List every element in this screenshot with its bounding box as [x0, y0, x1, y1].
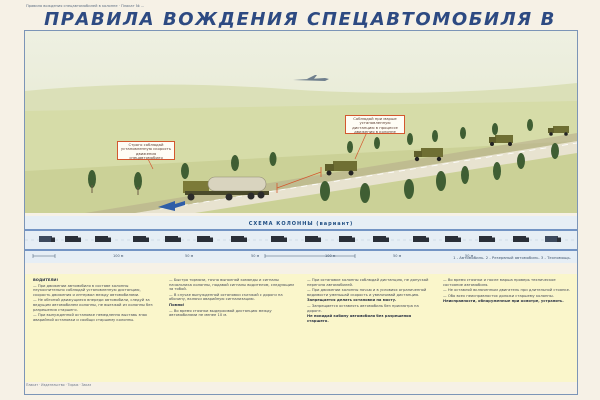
rule-paragraph: — Запрещается оставлять автомобиль без п…	[307, 303, 419, 313]
convoy-vehicle-icon	[413, 236, 429, 242]
rule-paragraph: — При движении колонны ночью и в условия…	[307, 288, 427, 297]
direction-arrow-icon	[158, 201, 185, 211]
road-scene-illustration: Строго соблюдай установленную скорость д…	[25, 31, 577, 213]
tanker-truck-icon	[183, 176, 269, 201]
convoy-vehicle-icon	[231, 236, 247, 242]
rules-text-panel: ВОДИТЕЛИ! — При движении автомобиля в со…	[25, 274, 577, 382]
rule-emphasis: Не покидай кабину автомобиля без разреше…	[307, 314, 412, 323]
rules-column-2: — Быстро тормози, точно выполняй команды…	[169, 278, 297, 319]
poster-frame	[24, 30, 578, 395]
convoy-vehicle-icon	[65, 236, 81, 242]
header-note: Правила вождения спецавтомобилей в колон…	[26, 4, 145, 8]
rule-paragraph: — Во время стоянки и после марша проверь…	[443, 278, 556, 287]
convoy-scheme-svg: 100 м 50 м 50 м 100 м 50 м 50 м	[25, 229, 577, 258]
convoy-vehicle-icon	[271, 236, 287, 242]
convoy-vehicle-icon	[339, 236, 355, 242]
rules-column-1: ВОДИТЕЛИ! — При движении автомобиля в со…	[33, 278, 153, 323]
rule-paragraph: — При движении автомобиля в составе коло…	[33, 283, 141, 297]
rule-paragraph: — При остановке колонны соблюдай дистанц…	[307, 278, 429, 287]
military-truck-icon	[325, 161, 357, 176]
distance-label: 50 м	[185, 254, 194, 258]
scheme-title: СХЕМА КОЛОННЫ (вариант)	[248, 221, 354, 227]
convoy-vehicle-icon	[513, 236, 529, 242]
rule-paragraph: — При вынужденной остановке немедленно в…	[33, 313, 148, 322]
distance-label: 50 м	[393, 254, 402, 258]
distance-label: 100 м	[113, 254, 124, 258]
rule-paragraph: — Во время стоянки выдерживай дистанцию …	[169, 308, 272, 318]
convoy-vehicle-icon	[545, 236, 561, 242]
rule-paragraph: — Обо всех неисправностях доложи старшем…	[443, 293, 554, 298]
military-truck-icon	[548, 126, 569, 136]
rule-emphasis: Неисправности, обнаруженные при осмотре,…	[443, 299, 564, 304]
convoy-vehicle-icon	[305, 236, 321, 242]
trees	[88, 119, 559, 203]
rule-paragraph: — В случае вынужденной остановки съезжай…	[169, 292, 283, 302]
distance-label: 50 м	[251, 254, 260, 258]
speed-callout: Строго соблюдай установленную скорость д…	[117, 141, 175, 160]
rule-emphasis: Запрещается делать остановки на мосту.	[307, 298, 397, 303]
convoy-vehicle-icon	[133, 236, 149, 242]
convoy-vehicle-icon	[445, 236, 461, 242]
military-truck-icon	[489, 135, 513, 146]
distance-label: 50 м	[465, 254, 474, 258]
convoy-vehicle-icon	[197, 236, 213, 242]
rule-paragraph: — Не оставляй включенным двигатель при д…	[443, 288, 571, 293]
rule-paragraph: — Не обгоняй движущиеся впереди автомоби…	[33, 298, 153, 312]
distance-label: 100 м	[325, 254, 336, 258]
convoy-vehicle-icon	[373, 236, 389, 242]
road-scene-svg	[25, 31, 577, 213]
distance-callout: Соблюдай при марше установленную дистанц…	[345, 115, 405, 134]
convoy-vehicle-icon	[165, 236, 181, 242]
airplane-icon	[293, 75, 329, 81]
convoy-vehicle-icon	[479, 236, 495, 242]
convoy-vehicle-icon	[95, 236, 111, 242]
rules-column-4: — Во время стоянки и после марша проверь…	[443, 278, 571, 305]
scheme-legend-note: 1 - Автомобиль. 2 - Резервный автомобиль…	[453, 255, 571, 260]
rule-paragraph: — Быстро тормози, точно выполняй команды…	[169, 278, 294, 292]
publisher-footer: Плакат · Издательство · Тираж · Заказ	[26, 383, 92, 387]
rule-emphasis: Помни!	[169, 302, 185, 307]
column-heading: ВОДИТЕЛИ!	[33, 278, 59, 282]
rules-column-3: — При остановке колонны соблюдай дистанц…	[307, 278, 433, 324]
military-truck-icon	[414, 148, 443, 162]
convoy-vehicles	[39, 236, 561, 242]
convoy-vehicle-icon	[39, 236, 55, 242]
